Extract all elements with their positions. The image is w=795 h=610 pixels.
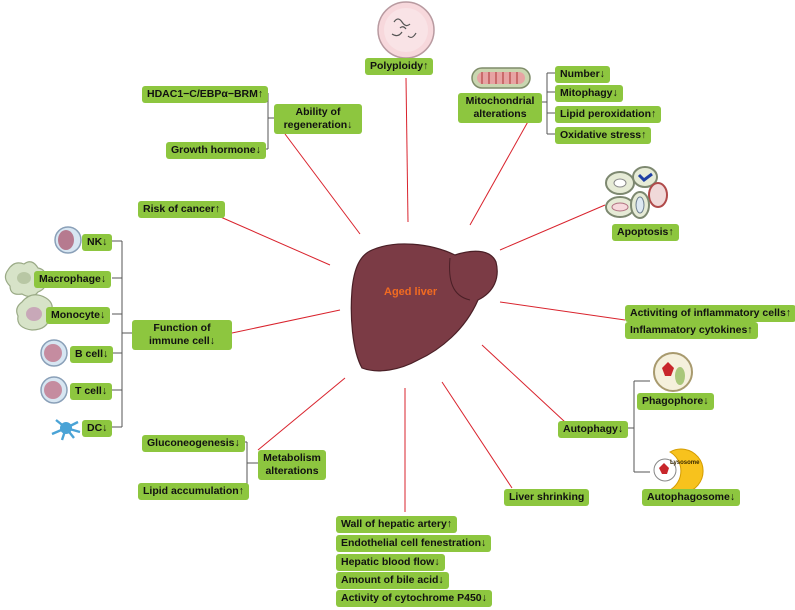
mitophagy-label: Mitophagy↓ <box>555 85 623 102</box>
mitochondrion-icon <box>471 67 531 89</box>
cytochrome-label: Activity of cytochrome P450↓ <box>336 590 492 607</box>
gluconeogenesis-label: Gluconeogenesis↓ <box>142 435 245 452</box>
dendritic-cell-icon <box>51 419 81 441</box>
hepatic-artery-label: Wall of hepatic artery↑ <box>336 516 458 533</box>
autophagy-title: Autophagy↓ <box>558 421 629 438</box>
inflammatory-cytokines-label: Inflammatory cytokines↑ <box>625 322 758 339</box>
phagophore-icon <box>653 352 693 392</box>
autophagosome-icon <box>653 448 704 494</box>
t-cell-icon <box>40 376 68 404</box>
blood-flow-label: Hepatic blood flow↓ <box>336 554 445 571</box>
mito-number-label: Number↓ <box>555 66 610 83</box>
apoptotic-cells-icon <box>605 166 668 219</box>
phagophore-label: Phagophore↓ <box>637 393 714 410</box>
polyploidy-label: Polyploidy↑ <box>365 58 434 75</box>
b-cell-icon <box>40 339 68 367</box>
lysosome-label: Lysosome <box>670 460 700 466</box>
monocyte-label: Monocyte↓ <box>46 307 111 324</box>
metabolism-title: Metabolism alterations <box>258 450 326 480</box>
aged-liver-label: Aged liver <box>384 286 438 298</box>
dc-label: DC↓ <box>82 420 113 437</box>
cancer-risk-label: Risk of cancer↑ <box>138 201 226 218</box>
growth-hormone-label: Growth hormone↓ <box>166 142 266 159</box>
inflammatory-cells-label: Activiting of inflammatory cells↑ <box>625 305 795 322</box>
hdac1-label: HDAC1−C/EBPα−BRM↑ <box>142 86 269 103</box>
lipid-accumulation-label: Lipid accumulation↑ <box>138 483 249 500</box>
polyploid-nucleus-icon <box>377 1 435 59</box>
t-cell-label: T cell↓ <box>70 383 113 400</box>
autophagosome-label: Autophagosome↓ <box>642 489 741 506</box>
nk-cell-icon <box>54 226 82 254</box>
nk-label: NK↓ <box>82 234 113 251</box>
fenestration-label: Endothelial cell fenestration↓ <box>336 535 492 552</box>
macrophage-label: Macrophage↓ <box>34 271 112 288</box>
immune-title: Function of immune cell↓ <box>132 320 232 350</box>
radial-lines <box>215 77 626 512</box>
bile-acid-label: Amount of bile acid↓ <box>336 572 449 589</box>
mitochondrial-title: Mitochondrial alterations <box>458 93 542 123</box>
monocyte-icon <box>16 294 53 331</box>
apoptosis-label: Apoptosis↑ <box>612 224 679 241</box>
b-cell-label: B cell↓ <box>70 346 114 363</box>
liver-shrinking-label: Liver shrinking <box>504 489 590 506</box>
oxidative-stress-label: Oxidative stress↑ <box>555 127 652 144</box>
liver-icon <box>350 243 498 372</box>
lipid-peroxidation-label: Lipid peroxidation↑ <box>555 106 662 123</box>
regeneration-title: Ability of regeneration↓ <box>274 104 362 134</box>
